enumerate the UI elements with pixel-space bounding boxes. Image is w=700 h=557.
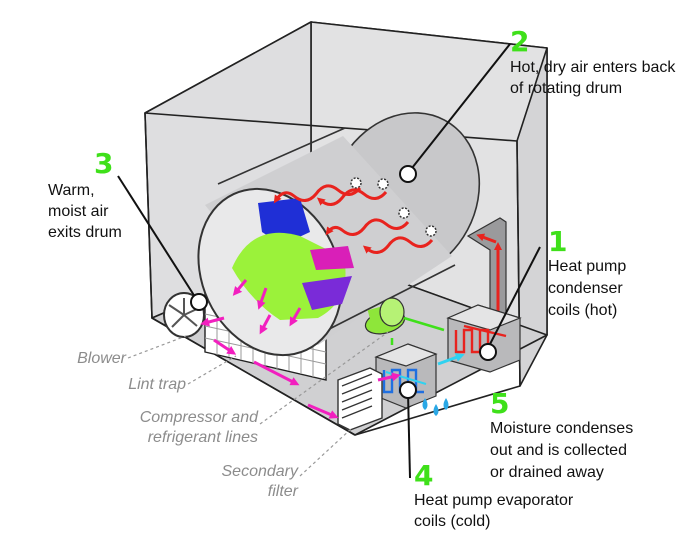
callout-number-5: 5: [490, 387, 510, 420]
label-blower: Blower: [77, 350, 126, 367]
secondary-filter: [337, 367, 383, 431]
water-drops: [422, 398, 449, 416]
callout-markers: [190, 165, 497, 399]
hot-air-arrows: [273, 184, 434, 254]
callout-text-5: Moisture condenses out and is collected …: [490, 420, 634, 481]
callout-number-2: 2: [510, 25, 530, 58]
label-lint-trap: Lint trap: [128, 376, 186, 393]
callout-text-4: Heat pump evaporator coils (cold): [414, 492, 574, 530]
callout-number-4: 4: [414, 459, 434, 492]
leader-lines: [117, 43, 541, 479]
side-leaders: [127, 331, 389, 477]
drum-inlet-holes: [350, 177, 437, 237]
label-compressor: Compressor and refrigerant lines: [139, 409, 258, 446]
callout-text-2: Hot, dry air enters back of rotating dru…: [510, 59, 676, 97]
label-secondary-filter: Secondary filter: [221, 463, 299, 500]
moist-air-arrows: [200, 279, 401, 419]
compressor: [364, 297, 445, 345]
callout-number-3: 3: [94, 147, 114, 180]
clothes: [232, 198, 354, 320]
condenser-coils: [446, 304, 522, 373]
callout-text-1: Heat pump condenser coils (hot): [548, 258, 627, 319]
evaporator-coils: [374, 343, 465, 409]
callout-text-3: Warm, moist air exits drum: [48, 182, 122, 241]
callout-number-1: 1: [548, 225, 568, 258]
